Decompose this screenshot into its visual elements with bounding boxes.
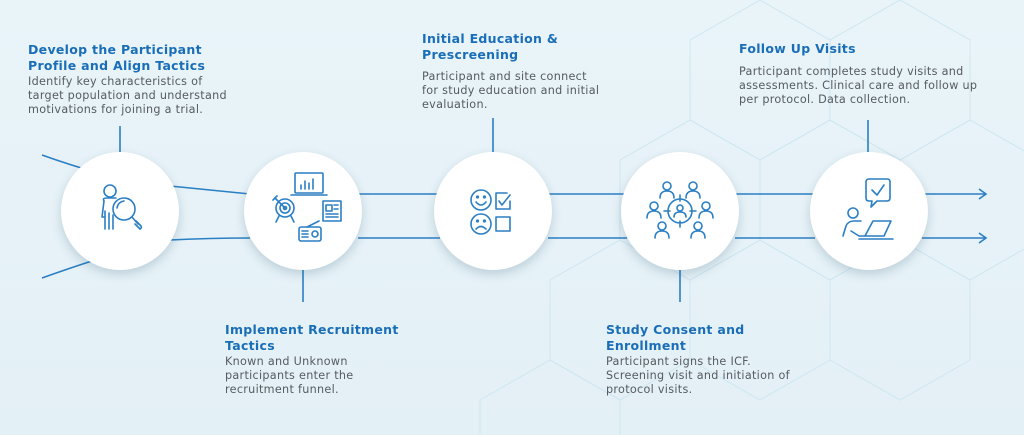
funnel-line-bottom-mid xyxy=(169,237,251,241)
target-group-icon xyxy=(646,181,714,239)
step-1-desc-line2: target population and understand xyxy=(28,89,227,102)
newspaper-icon xyxy=(322,200,342,222)
step-1-desc-line3: motivations for joining a trial. xyxy=(28,103,204,116)
step-1-circle xyxy=(61,152,179,270)
step-5-desc-line1: Participant completes study visits and xyxy=(739,65,964,78)
step-3-desc-line3: evaluation. xyxy=(422,98,488,111)
step-5-circle xyxy=(810,152,928,270)
radio-icon xyxy=(298,226,322,242)
person-magnifier-icon xyxy=(101,184,143,230)
step-3-desc-line1: Participant and site connect xyxy=(422,70,587,83)
step-5-desc-line2: assessments. Clinical care and follow up xyxy=(739,79,978,92)
step-1-desc-line1: Identify key characteristics of xyxy=(28,75,203,88)
funnel-line-bottom-left xyxy=(41,259,96,279)
happy-face-icon xyxy=(470,189,492,211)
step-2-desc-line3: recruitment funnel. xyxy=(225,383,339,396)
step-4-circle xyxy=(621,152,739,270)
step-2-circle xyxy=(244,152,362,270)
sad-face-icon xyxy=(470,213,492,235)
laptop-icon xyxy=(864,220,892,237)
empty-box-icon xyxy=(495,216,511,232)
checked-box-icon xyxy=(495,192,511,210)
person-icon xyxy=(847,207,859,219)
step-2-desc-line2: participants enter the xyxy=(225,369,354,382)
marketing-channels-icon xyxy=(272,172,342,242)
prescreen-checklist-icon xyxy=(470,189,511,235)
step-1-title-line2: Profile and Align Tactics xyxy=(28,58,206,73)
step-4-desc-line2: Screening visit and initiation of xyxy=(606,369,790,382)
connector-lines xyxy=(41,118,988,302)
funnel-line-top-mid xyxy=(169,185,251,195)
step-4-title-line2: Enrollment xyxy=(606,338,687,353)
arrowhead-top xyxy=(978,188,988,200)
step-3-title-line1: Initial Education & xyxy=(422,31,559,46)
target-icon xyxy=(275,198,295,218)
step-2-desc-line1: Known and Unknown xyxy=(225,355,348,368)
step-3-desc-line2: for study education and initial xyxy=(422,84,600,97)
virtual-visit-icon xyxy=(842,178,894,240)
speech-bubble-check-icon xyxy=(865,178,891,208)
step-5-desc-line3: per protocol. Data collection. xyxy=(739,93,911,106)
step-3-circle xyxy=(434,152,552,270)
step-4-desc-line3: protocol visits. xyxy=(606,383,693,396)
arrowhead-bottom xyxy=(978,232,988,244)
step-4-title-line1: Study Consent and xyxy=(606,322,745,337)
step-4-desc-line1: Participant signs the ICF. xyxy=(606,355,751,368)
hexagon-pattern xyxy=(479,0,1024,435)
step-2-title-line2: Tactics xyxy=(225,338,275,353)
step-3-title-line2: Prescreening xyxy=(422,47,519,62)
laptop-chart-icon xyxy=(294,172,324,194)
step-5-title: Follow Up Visits xyxy=(739,41,856,56)
step-1-title-line1: Develop the Participant xyxy=(28,42,202,57)
step-2-title-line1: Implement Recruitment xyxy=(225,322,399,337)
